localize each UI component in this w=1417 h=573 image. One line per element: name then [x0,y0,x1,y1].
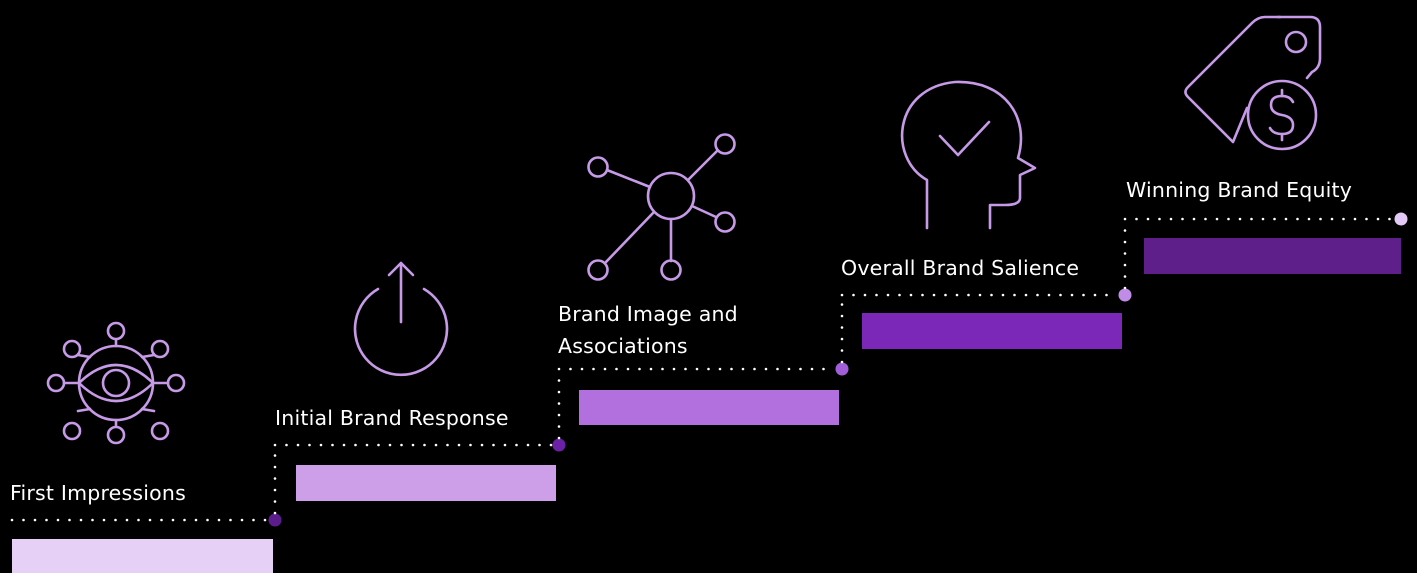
step-winning-brand-equity: Winning Brand Equity [1123,15,1408,274]
step-bar-2 [296,465,556,501]
step-node-2 [552,438,566,452]
step-label-4: Overall Brand Salience [841,256,1079,280]
network-nodes-icon [587,133,736,281]
step-bar-3 [579,390,839,425]
step-node-3 [835,362,849,376]
price-tag-dollar-icon [1184,15,1322,151]
step-label-1: First Impressions [10,481,186,505]
head-check-icon [900,80,1037,230]
step-brand-image-associations: Brand Image and Associations [557,133,849,425]
step-node-1 [268,513,282,527]
step-node-4 [1118,288,1132,302]
step-label-3: Brand Image and Associations [558,302,745,358]
step-first-impressions: First Impressions [10,321,282,573]
step-label-2: Initial Brand Response [275,406,509,430]
step-bar-1 [12,539,273,573]
step-label-5: Winning Brand Equity [1126,178,1352,202]
step-node-5 [1394,212,1408,226]
step-label-3-line-2: Associations [558,334,688,358]
step-initial-brand-response: Initial Brand Response [273,261,566,501]
step-overall-brand-salience: Overall Brand Salience [840,80,1132,349]
step-bar-4 [862,313,1122,349]
power-arrow-icon [353,261,449,377]
step-label-3-line-1: Brand Image and [558,302,738,326]
eye-network-icon [46,321,186,445]
step-bar-5 [1144,238,1401,274]
